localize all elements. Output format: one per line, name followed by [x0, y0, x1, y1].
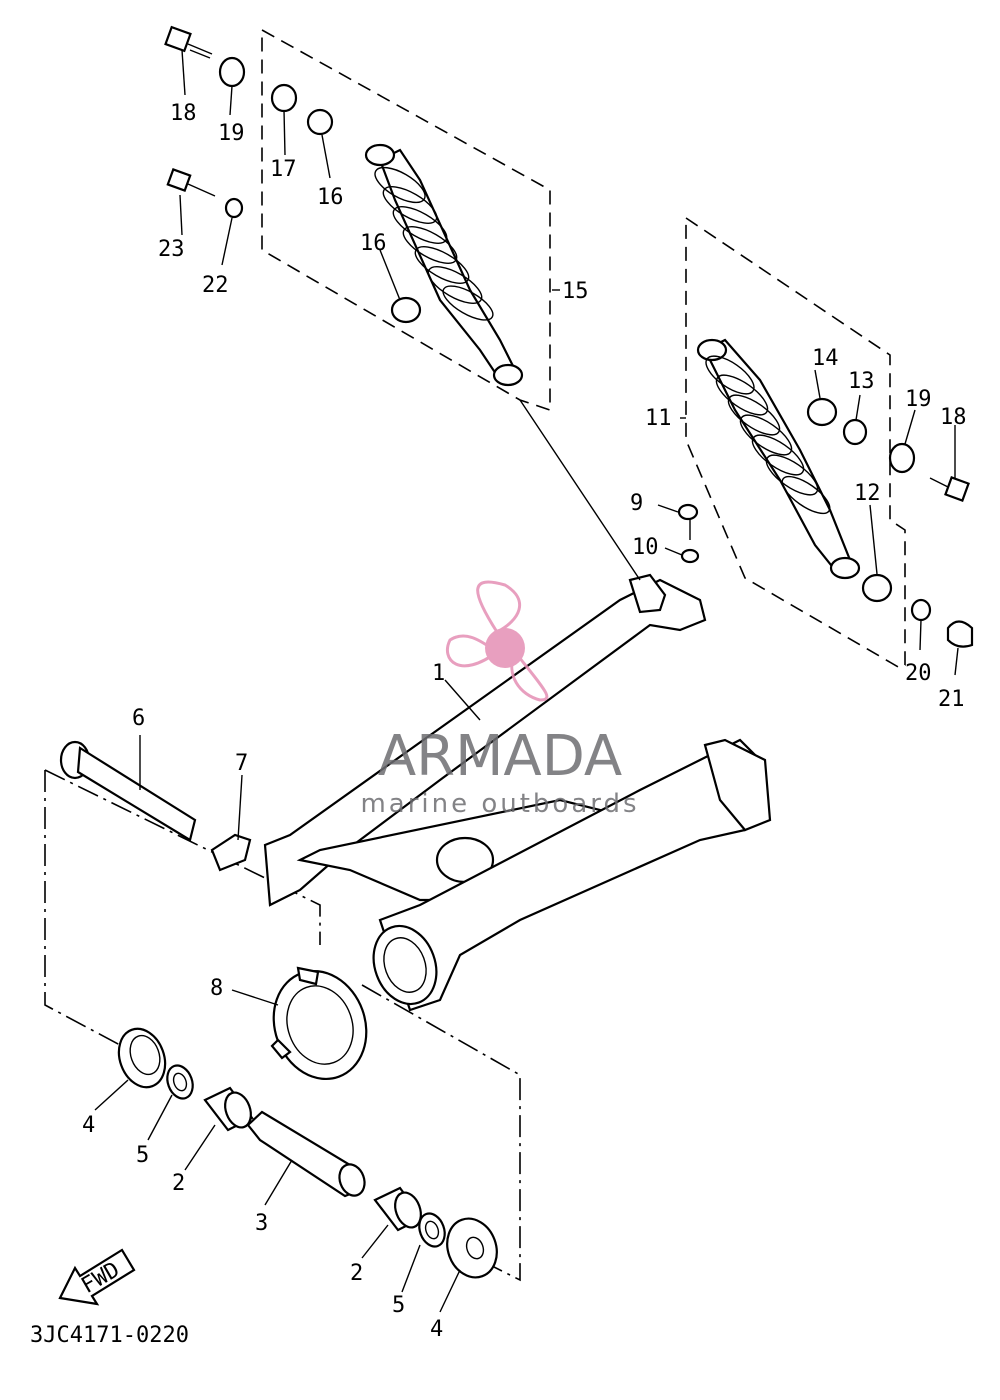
- shock-absorber-15: [364, 143, 524, 387]
- label-7: 7: [235, 751, 248, 776]
- shock-assembly-11-outline: [685, 217, 906, 669]
- label-1: 1: [432, 661, 445, 686]
- cap-nut-21: [946, 620, 974, 648]
- label-3: 3: [255, 1211, 268, 1236]
- bolt-23: [166, 167, 216, 197]
- screw-9: [677, 503, 699, 540]
- drawing-code: 3JC4171-0220: [30, 1323, 189, 1348]
- collar-14: [806, 397, 838, 427]
- washer-5-left: [166, 1064, 194, 1100]
- label-4-left: 4: [82, 1113, 95, 1138]
- label-20: 20: [905, 661, 932, 686]
- shock-absorber-11: [696, 338, 861, 580]
- label-18-top: 18: [170, 101, 197, 126]
- washer-20: [910, 598, 932, 622]
- label-6: 6: [132, 706, 145, 731]
- armada-watermark: ARMADA marine outboards: [360, 580, 639, 819]
- label-11: 11: [645, 406, 672, 431]
- label-19-right: 19: [905, 387, 932, 412]
- bolt-18-right: [929, 476, 970, 502]
- bearing-2-right: [373, 1186, 424, 1232]
- washer-5-right: [418, 1212, 446, 1248]
- watermark-tagline: marine outboards: [360, 789, 639, 819]
- label-19-top: 19: [218, 121, 245, 146]
- label-22: 22: [202, 273, 229, 298]
- bushing-12: [861, 573, 893, 603]
- label-5-left: 5: [136, 1143, 149, 1168]
- collar-13: [842, 418, 868, 446]
- washer-19-top: [218, 56, 246, 88]
- label-23: 23: [158, 237, 185, 262]
- seal-4-left: [117, 1027, 167, 1089]
- guard-8: [270, 966, 368, 1081]
- bushing-16-top: [306, 108, 334, 136]
- label-18-right: 18: [940, 405, 967, 430]
- label-17: 17: [270, 157, 297, 182]
- washer-19-right: [888, 442, 916, 474]
- watermark-brand: ARMADA: [378, 724, 622, 789]
- label-16-lower: 16: [360, 231, 387, 256]
- part-labels: 1 2 2 3 4 4 5 5 6 7 8 9 10 11 12 13 14 1…: [82, 101, 967, 1342]
- propeller-logo-icon: [445, 580, 549, 702]
- shock-assembly-15-outline: [261, 29, 551, 412]
- label-5-right: 5: [392, 1293, 405, 1318]
- pivot-collar-3: [246, 1110, 366, 1198]
- label-4-right: 4: [430, 1317, 443, 1342]
- bolt-18-top: [164, 25, 213, 59]
- label-16-top: 16: [317, 185, 344, 210]
- pivot-shaft-6: [59, 740, 197, 842]
- bracket-7: [210, 833, 252, 872]
- label-9: 9: [630, 491, 643, 516]
- label-2-left: 2: [172, 1171, 185, 1196]
- pivot-outline-top: [44, 769, 321, 945]
- label-15: 15: [562, 279, 589, 304]
- forward-direction-arrow: FWD: [58, 1248, 136, 1306]
- washer-22: [224, 197, 244, 219]
- label-2-right: 2: [350, 1261, 363, 1286]
- label-12: 12: [854, 481, 881, 506]
- leader-lines: [94, 49, 959, 1313]
- washer-10: [680, 548, 700, 564]
- label-14: 14: [812, 346, 839, 371]
- collar-17: [270, 83, 298, 113]
- seal-4-right: [446, 1217, 498, 1279]
- pivot-outline-left: [44, 770, 121, 1046]
- label-10: 10: [632, 535, 659, 560]
- swing-arm-1: [263, 573, 772, 1012]
- pivot-outline-right: [361, 984, 521, 1282]
- label-21: 21: [938, 687, 965, 712]
- label-8: 8: [210, 976, 223, 1001]
- label-13: 13: [848, 369, 875, 394]
- bushing-16-lower: [390, 296, 422, 324]
- bearing-2-left: [203, 1086, 254, 1132]
